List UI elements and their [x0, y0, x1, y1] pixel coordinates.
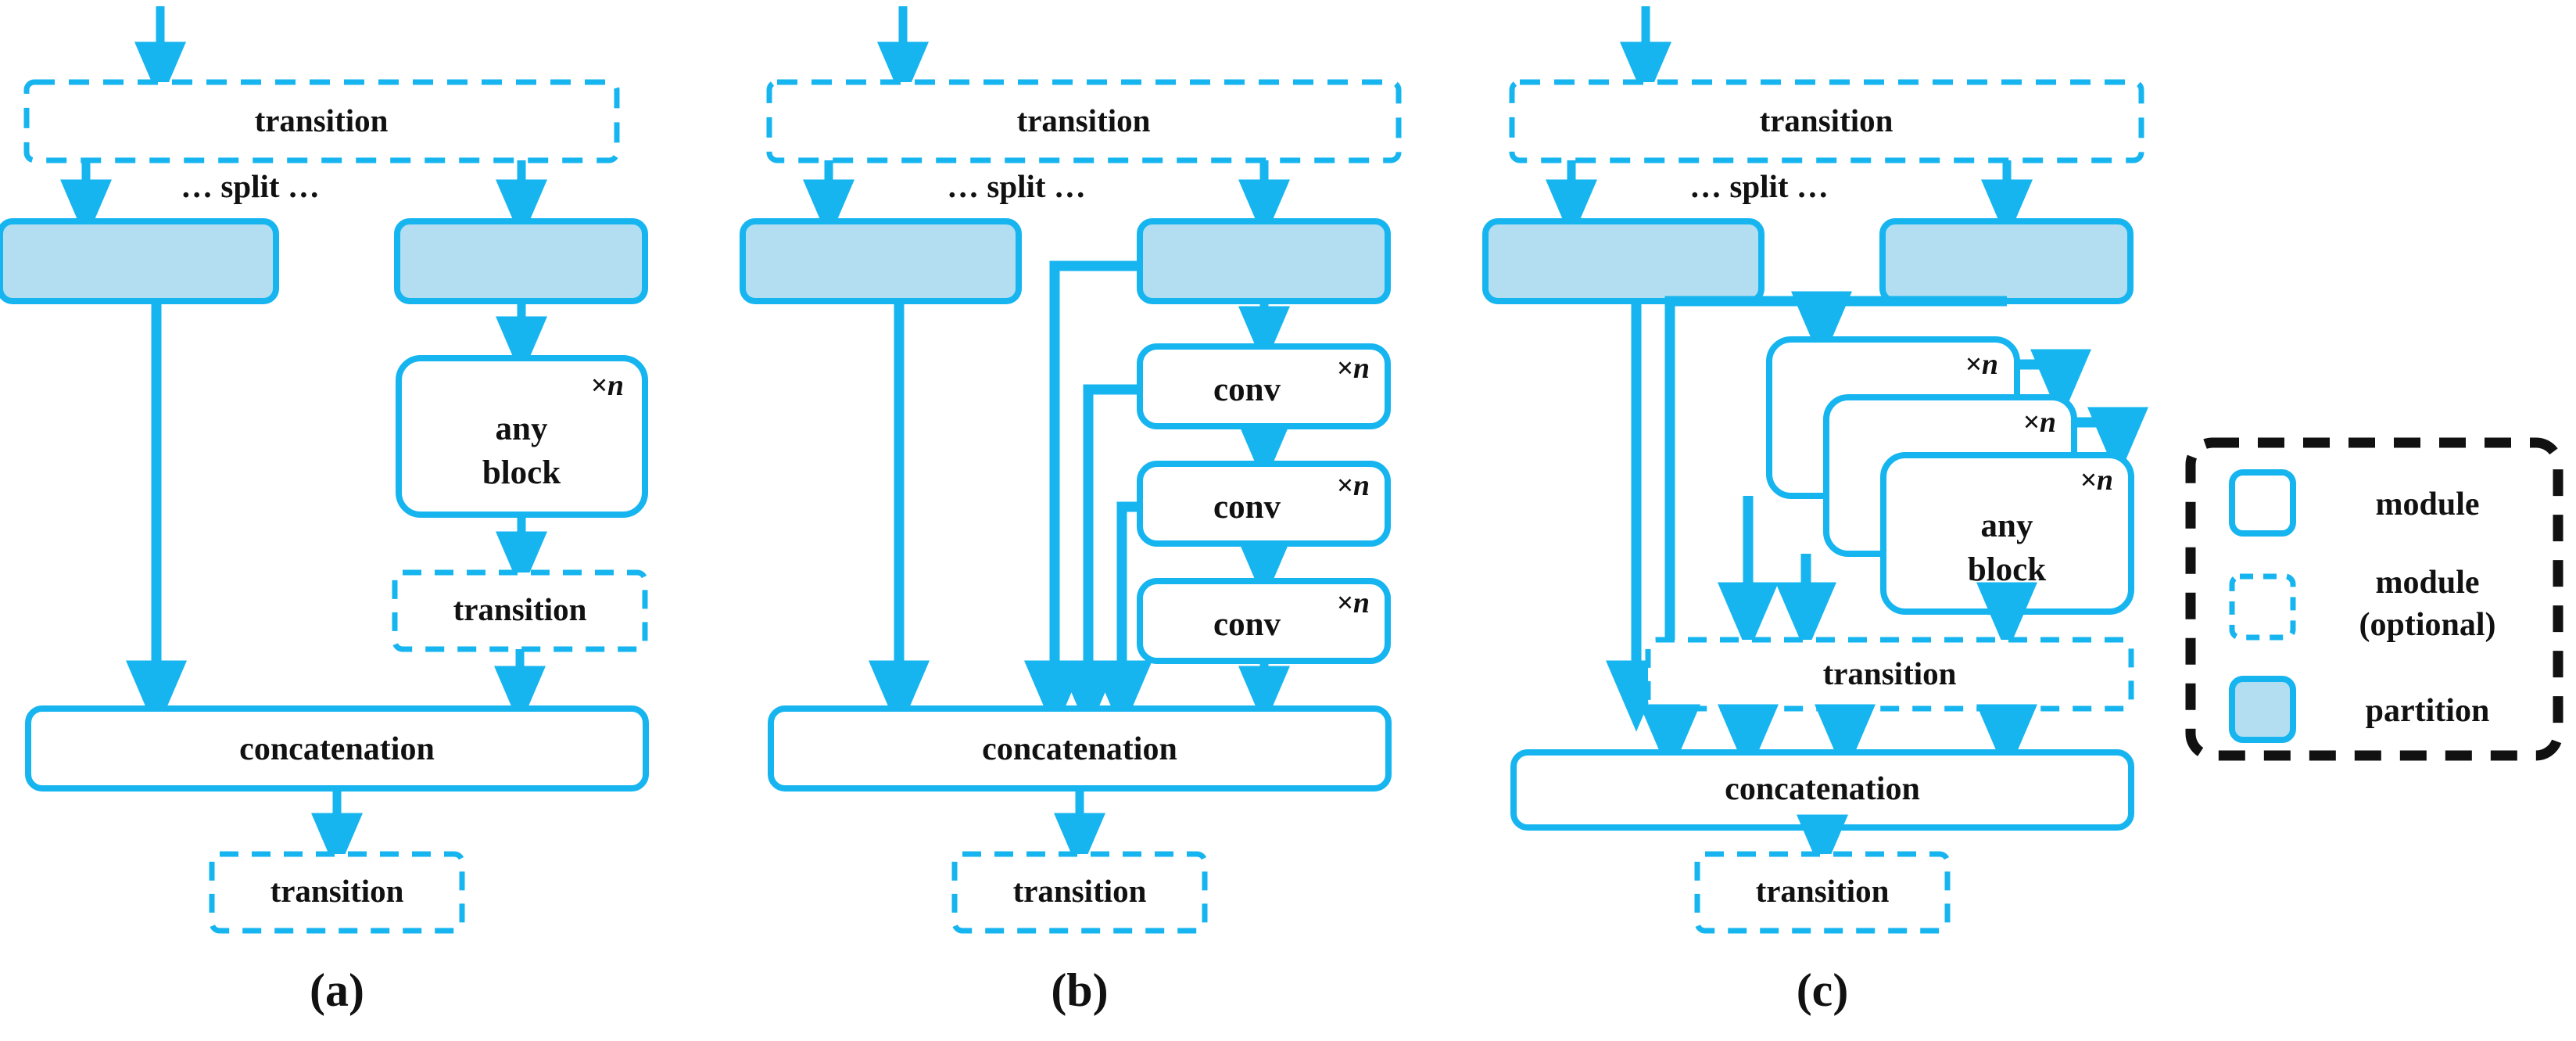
panel-a-top-transition-label: transition — [255, 102, 389, 138]
panel-c-mid-transition-box — [1645, 637, 2134, 712]
panel-c-partition-right — [1879, 218, 2134, 304]
panel-b-block-conv-2-multiplier: ×n — [1336, 469, 1370, 502]
panel-c-block-2-multiplier: ×n — [2022, 406, 2056, 439]
legend: module module (optional) partition — [2185, 437, 2563, 761]
panel-c-block-1-multiplier: ×n — [1965, 348, 1998, 381]
panel-b-block-conv-3-label: conv — [1213, 606, 1281, 643]
panel-c-mid-transition-label: transition — [1823, 655, 1957, 691]
panel-b-bottom-transition-box — [951, 851, 1208, 934]
panel-b: transition … split … ×n conv ×n conv ×n … — [740, 6, 1402, 1016]
panel-b-bottom-transition-label: transition — [1013, 873, 1147, 909]
panel-b-block-conv-3-multiplier: ×n — [1336, 587, 1370, 619]
legend-label-partition: partition — [2366, 693, 2490, 729]
panel-b-top-transition-label: transition — [1017, 102, 1151, 138]
panel-b-block-conv-2-label: conv — [1213, 489, 1281, 526]
legend-swatch-module-optional — [2229, 573, 2296, 641]
panel-a-top-transition-box — [23, 79, 620, 163]
panel-c-block-3-label-line1: any — [1981, 508, 2033, 544]
panel-b-dense-skip-1 — [1024, 260, 1140, 732]
panel-a-partition-right — [394, 218, 648, 304]
legend-label-module: module — [2375, 486, 2479, 522]
panel-a-block-multiplier: ×n — [590, 369, 624, 402]
panel-b-top-transition-box — [766, 79, 1402, 163]
panel-b-split-label: … split … — [947, 168, 1086, 204]
panel-b-dense-skip-3 — [1091, 501, 1152, 732]
panel-a-partition-left — [0, 218, 279, 304]
panel-c-block-3-multiplier: ×n — [2080, 464, 2113, 497]
panel-b-block-conv-1-label: conv — [1213, 372, 1281, 408]
legend-swatch-partition — [2229, 676, 2296, 743]
panel-c-bottom-transition-label: transition — [1756, 873, 1890, 909]
panel-b-partition-left — [740, 218, 1022, 304]
panel-c: transition … split … ×n ×n ×n any block … — [1482, 6, 2148, 1016]
panel-c-arrow-block2-to-block3 — [2073, 407, 2148, 479]
panel-a-block-label-line2: block — [482, 454, 561, 491]
panel-c-bottom-transition-box — [1694, 851, 1951, 934]
panel-c-partition-left — [1482, 218, 1765, 304]
legend-label-module-optional-line1: module — [2375, 565, 2479, 601]
panel-c-arrow-block1-to-block2 — [2015, 349, 2091, 421]
panel-a-block-label-line1: any — [496, 411, 548, 447]
panel-b-block-conv-1-multiplier: ×n — [1336, 352, 1370, 385]
panel-a-bottom-transition-label: transition — [270, 873, 404, 909]
panel-c-top-transition-label: transition — [1760, 102, 1893, 138]
panel-a-concatenation-label: concatenation — [239, 731, 435, 767]
panel-c-caption: (c) — [1797, 964, 1849, 1016]
panel-b-dense-skip-2 — [1058, 384, 1140, 732]
panel-c-top-transition-box — [1509, 79, 2144, 163]
panel-b-concatenation-label: concatenation — [982, 731, 1177, 767]
panel-b-caption: (b) — [1051, 964, 1108, 1016]
panel-a-caption: (a) — [310, 964, 364, 1016]
legend-swatch-module — [2229, 469, 2296, 537]
panel-b-partition-right — [1137, 218, 1391, 304]
panel-c-split-label: … split … — [1689, 168, 1829, 204]
legend-label-module-optional-line2: (optional) — [2359, 607, 2495, 643]
panel-a: transition … split … ×n any block transi… — [0, 6, 649, 1016]
panel-c-arrow-partition-to-block1 — [1791, 291, 2007, 363]
panel-a-split-label: … split … — [181, 168, 320, 204]
panel-a-mid-transition-box — [392, 569, 648, 652]
panel-a-bottom-transition-box — [209, 851, 465, 934]
panel-c-block-3-label-line2: block — [1968, 551, 2046, 588]
panel-c-concatenation-label: concatenation — [1725, 771, 1920, 807]
panel-a-mid-transition-label: transition — [453, 591, 587, 627]
